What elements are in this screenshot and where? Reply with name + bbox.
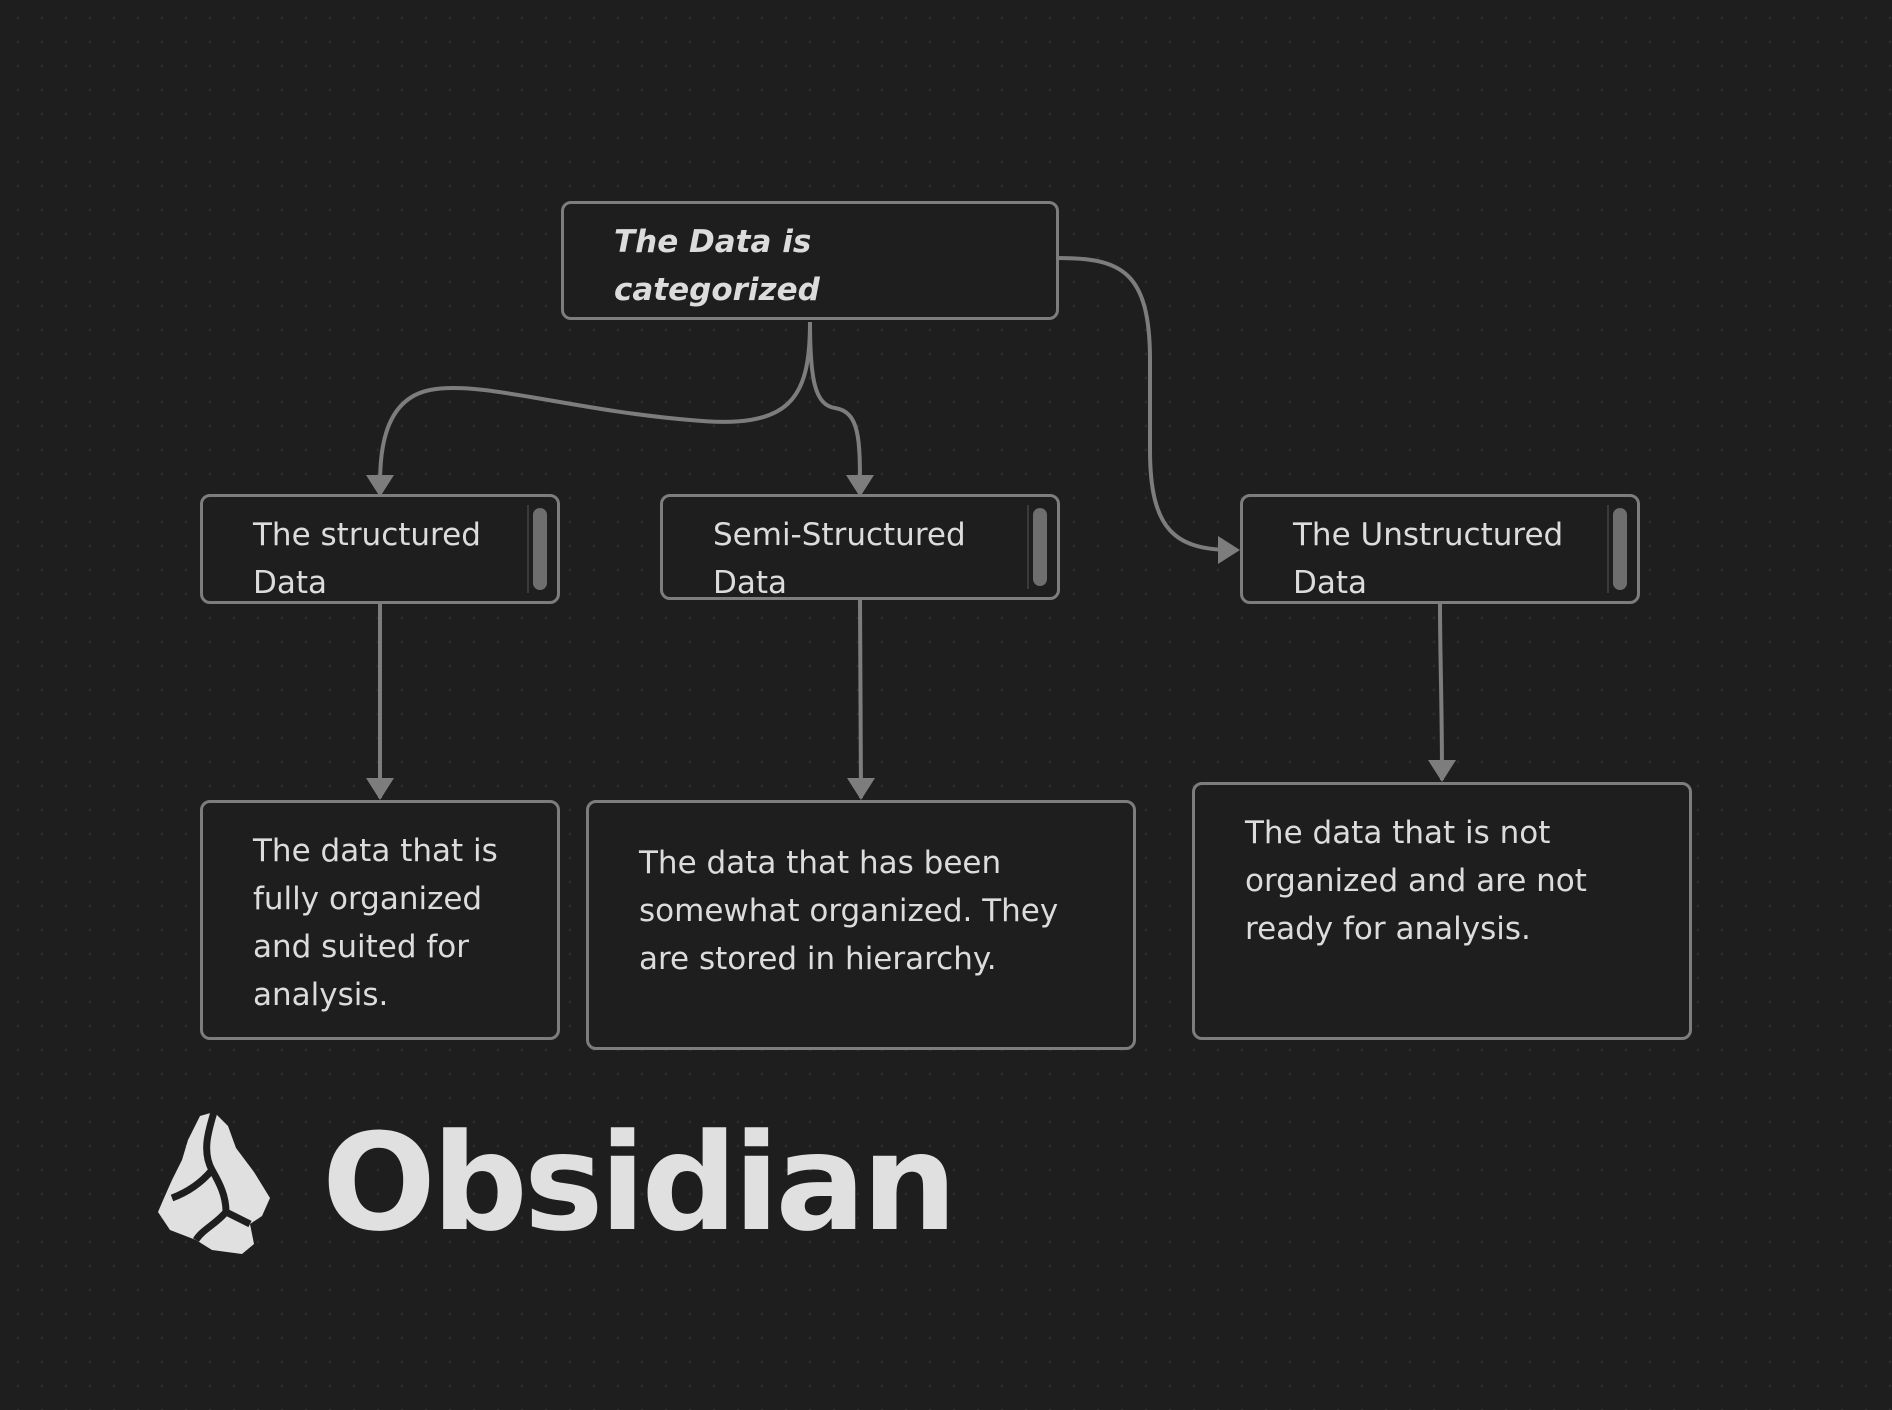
node-unstructured-description[interactable]: The data that is not organized and are n… — [1192, 782, 1692, 1040]
node-unstructured-text: The Unstructured Data — [1293, 517, 1564, 601]
node-root-text: The Data is categorized into three group… — [614, 224, 820, 308]
node-unstructured-description-text: The data that is not organized and are n… — [1245, 815, 1587, 947]
node-semi-structured-description[interactable]: The data that has been somewhat organize… — [586, 800, 1136, 1050]
node-structured-text: The structured Data — [253, 517, 481, 601]
node-scrollbar[interactable] — [1607, 505, 1629, 593]
edge-root-to-structured[interactable] — [378, 321, 812, 491]
arrowhead-semi-desc — [847, 778, 875, 800]
node-root[interactable]: The Data is categorized into three group… — [561, 201, 1059, 320]
edge-root-to-unstructured[interactable] — [1057, 256, 1234, 552]
arrowhead-semi — [846, 475, 874, 497]
obsidian-logo-icon — [158, 1112, 270, 1254]
node-structured-description-text: The data that is fully organized and sui… — [253, 833, 498, 1013]
node-structured[interactable]: The structured Data — [200, 494, 560, 604]
node-scrollbar[interactable] — [1027, 505, 1049, 589]
arrowhead-unstructured-desc — [1428, 760, 1456, 782]
obsidian-logo: Obsidian — [158, 1105, 957, 1261]
arrowhead-structured — [366, 475, 394, 497]
arrowhead-unstructured — [1218, 536, 1240, 564]
edge-unstructured-to-desc[interactable] — [1438, 602, 1444, 781]
arrowhead-structured-desc — [366, 778, 394, 800]
edge-root-to-semi[interactable] — [808, 321, 862, 491]
node-scrollbar[interactable] — [527, 505, 549, 593]
node-structured-description[interactable]: The data that is fully organized and sui… — [200, 800, 560, 1040]
node-unstructured[interactable]: The Unstructured Data — [1240, 494, 1640, 604]
scrollbar-thumb[interactable] — [1613, 508, 1627, 590]
obsidian-wordmark: Obsidian — [322, 1105, 957, 1261]
scrollbar-thumb[interactable] — [1033, 508, 1047, 586]
edge-semi-to-desc[interactable] — [858, 599, 863, 799]
node-semi-structured[interactable]: Semi-Structured Data — [660, 494, 1060, 600]
scrollbar-thumb[interactable] — [533, 508, 547, 590]
node-semi-structured-description-text: The data that has been somewhat organize… — [639, 845, 1059, 977]
node-semi-structured-text: Semi-Structured Data — [713, 517, 966, 600]
